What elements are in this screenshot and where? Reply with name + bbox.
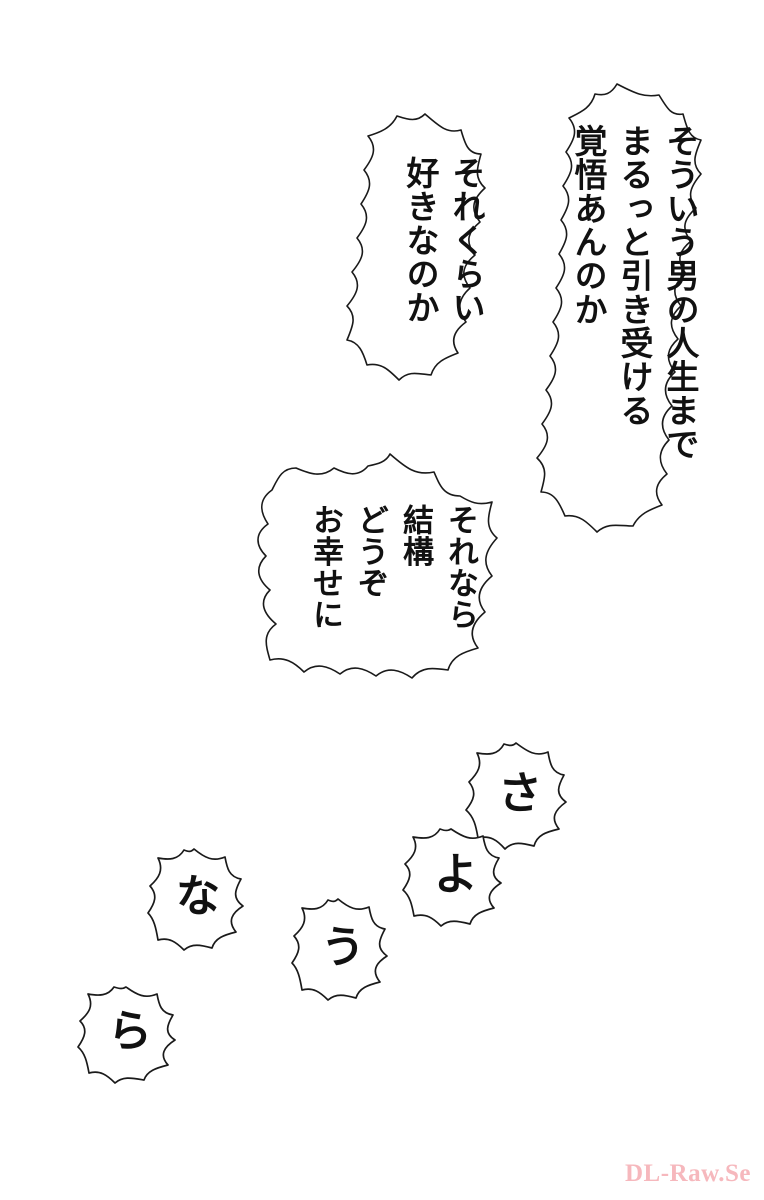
bubble-shape-path xyxy=(536,83,702,533)
small-bubble-char: さ xyxy=(498,768,542,819)
bubble-outline-svg xyxy=(77,986,176,1084)
bubble-shape-path xyxy=(147,848,244,951)
watermark-text: DL-Raw.Se xyxy=(625,1160,752,1187)
small-bubble-yo: よ xyxy=(402,826,507,928)
bubble-text-layer: そういう男の人生まで まるっと引き受ける 覚悟あんのか xyxy=(521,82,719,534)
bubble-text-layer: それなら 結構 どうぞ お幸せに xyxy=(254,452,502,714)
bubble-outline-svg xyxy=(291,898,388,1001)
bubble-outline-svg xyxy=(402,828,502,927)
bubble-text-column: そういう男の人生まで xyxy=(661,124,700,461)
bubble-shape-path xyxy=(346,113,486,381)
speech-bubble-oshiawaseni: それなら 結構 どうぞ お幸せに xyxy=(254,452,502,714)
bubble-outline-svg xyxy=(147,848,244,951)
small-bubble-sa: さ xyxy=(465,740,572,852)
bubble-text-column: それくらい xyxy=(447,156,486,325)
bubble-text-column: 覚悟あんのか xyxy=(569,124,608,326)
bubble-shape-path xyxy=(465,742,567,850)
bubble-outline-svg xyxy=(536,83,702,533)
bubble-shape-path xyxy=(257,453,498,679)
bubble-shape-path xyxy=(291,898,388,1001)
small-bubble-char: な xyxy=(176,871,220,922)
bubble-text-column: 結構 xyxy=(397,504,433,568)
bubble-outline-svg xyxy=(346,113,486,381)
bubble-text-column: 好きなのか xyxy=(401,156,440,325)
speech-bubble-kakugo: そういう男の人生まで まるっと引き受ける 覚悟あんのか xyxy=(521,82,719,534)
small-bubble-na: な xyxy=(147,846,248,952)
bubble-text-column: まるっと引き受ける xyxy=(615,124,654,427)
small-bubble-u: う xyxy=(291,896,392,1002)
bubble-shape-path xyxy=(77,986,176,1084)
small-bubble-char: よ xyxy=(434,849,478,900)
bubble-text-column: それなら xyxy=(442,504,478,631)
bubble-outline-svg xyxy=(257,453,498,679)
small-bubble-char: う xyxy=(321,922,365,973)
bubble-text-column: どうぞ xyxy=(352,504,388,599)
bubble-text-column: お幸せに xyxy=(307,504,343,631)
small-bubble-char: ら xyxy=(108,1006,152,1057)
small-bubble-ra: ら xyxy=(77,984,182,1084)
bubble-text-layer: それくらい 好きなのか xyxy=(341,112,505,390)
bubble-shape-path xyxy=(402,828,502,927)
speech-bubble-sukinanoka: それくらい 好きなのか xyxy=(341,112,505,390)
bubble-outline-svg xyxy=(465,742,567,850)
